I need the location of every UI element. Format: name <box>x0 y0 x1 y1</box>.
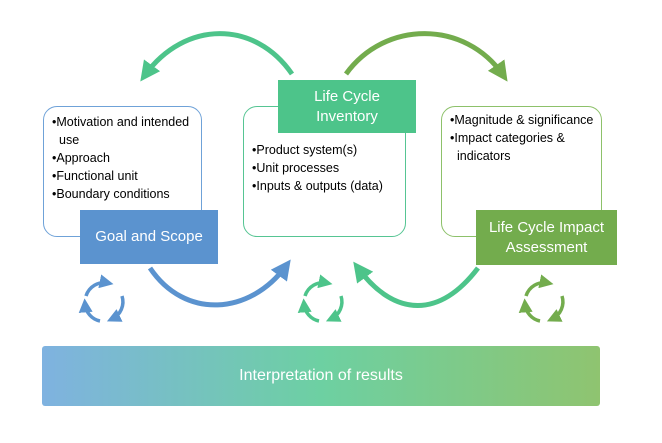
goal-scope-list: Motivation and intended use Approach Fun… <box>52 113 195 203</box>
cycle-icon-teal <box>297 274 344 323</box>
interpretation-label: Interpretation of results <box>239 367 403 384</box>
goal-scope-item: Functional unit <box>52 167 195 185</box>
goal-scope-item: Motivation and intended use <box>52 113 195 149</box>
impact-list: Magnitude & significance Impact categori… <box>450 111 595 165</box>
inventory-list: Product system(s) Unit processes Inputs … <box>252 141 401 195</box>
goal-scope-item: Approach <box>52 149 195 167</box>
arrow-lci-to-lcia <box>343 31 508 82</box>
cycle-icon-blue <box>78 274 125 323</box>
interpretation-bar: Interpretation of results <box>42 346 600 406</box>
goal-scope-title: Goal and Scope <box>80 210 218 264</box>
arrow-lcia-to-lci <box>353 261 480 308</box>
inventory-item: Product system(s) <box>252 141 401 159</box>
goal-scope-item: Boundary conditions <box>52 185 195 203</box>
impact-title: Life Cycle Impact Assessment <box>476 210 617 265</box>
arrow-lci-to-goal <box>140 31 295 82</box>
impact-item: Impact categories & indicators <box>450 129 595 165</box>
inventory-item: Inputs & outputs (data) <box>252 177 401 195</box>
cycle-icon-green <box>518 274 565 323</box>
arrow-goal-to-lci <box>147 259 291 308</box>
inventory-item: Unit processes <box>252 159 401 177</box>
inventory-title: Life Cycle Inventory <box>278 80 416 133</box>
impact-item: Magnitude & significance <box>450 111 595 129</box>
